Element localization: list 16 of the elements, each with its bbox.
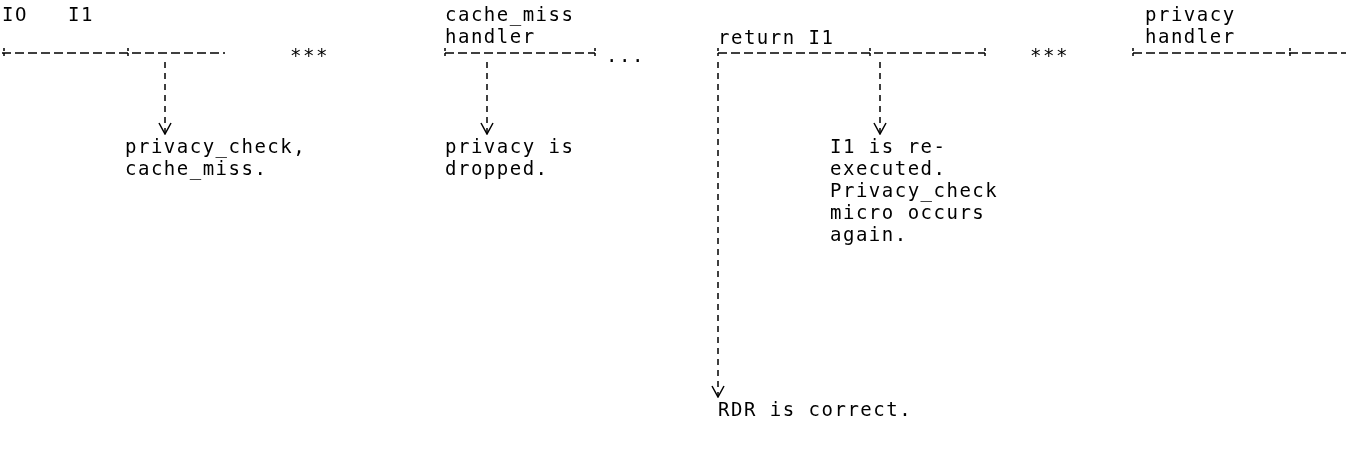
timeline-label: return I1 [718, 26, 836, 48]
timeline-label: ... [606, 44, 646, 66]
timeline-label: I1 [68, 3, 95, 25]
timeline-label: privacy handler [1145, 3, 1237, 47]
arrow [158, 61, 172, 135]
note-text: privacy_check, cache_miss. [125, 135, 315, 179]
note-text: I1 is re-executed. Privacy_check micro occurs again. [830, 135, 1008, 245]
arrow [873, 61, 887, 135]
timeline-label: IO [2, 3, 29, 25]
arrow [480, 61, 494, 135]
timeline-label: *** [1030, 44, 1070, 66]
note-text: privacy is dropped. [445, 135, 595, 179]
note-text: RDR is correct. [718, 398, 978, 420]
timeline-label: cache_miss handler [445, 3, 576, 47]
timeline-label: *** [290, 44, 330, 66]
arrow [711, 61, 725, 398]
